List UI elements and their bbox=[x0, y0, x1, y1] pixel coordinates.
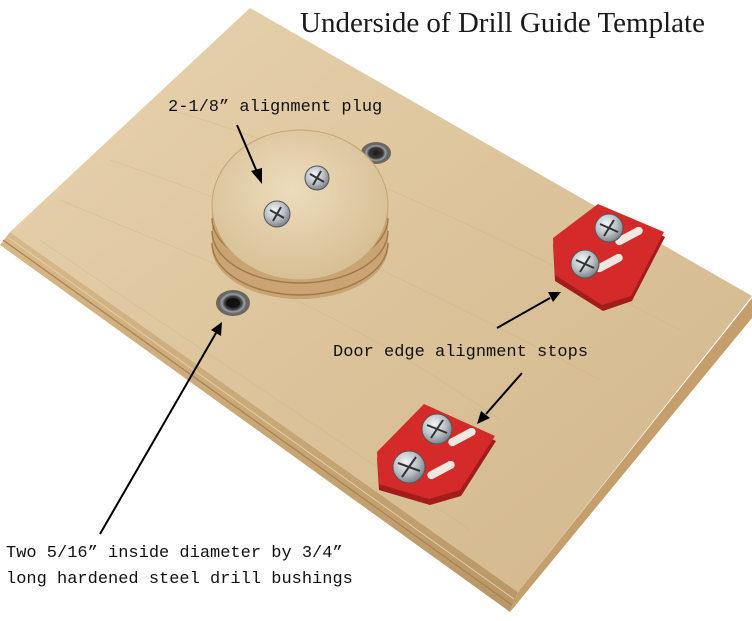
alignment-plug bbox=[211, 129, 389, 299]
board-right-edge bbox=[510, 298, 752, 612]
board bbox=[0, 8, 752, 612]
alignment-stops-label: Door edge alignment stops bbox=[333, 343, 589, 362]
arrow-to-lower-stop bbox=[477, 372, 523, 424]
board-top-face bbox=[10, 8, 752, 592]
stop-screw-icon bbox=[421, 413, 453, 445]
stop-screw-icon bbox=[392, 450, 426, 484]
arrow-to-plug bbox=[236, 124, 262, 184]
alignment-stop-lower bbox=[377, 404, 496, 505]
plug-screw-icon bbox=[263, 200, 291, 228]
plug-face bbox=[211, 129, 389, 281]
stop-screw-icon bbox=[594, 213, 624, 243]
arrow-to-upper-stop bbox=[496, 292, 561, 329]
alignment-plug-label: 2-1/8” alignment plug bbox=[168, 98, 383, 117]
alignment-stop-upper bbox=[553, 204, 665, 311]
plug-screw-icon bbox=[304, 165, 330, 191]
arrow-to-bushing bbox=[99, 322, 222, 535]
drill-bushings-label-line2: long hardened steel drill bushings bbox=[6, 570, 353, 589]
image-title: Underside of Drill Guide Template bbox=[300, 7, 705, 39]
drill-bushings-label-line1: Two 5/16” inside diameter by 3/4” bbox=[6, 544, 343, 563]
stop-screw-icon bbox=[570, 249, 600, 279]
drill-bushing-bottom bbox=[216, 290, 250, 316]
